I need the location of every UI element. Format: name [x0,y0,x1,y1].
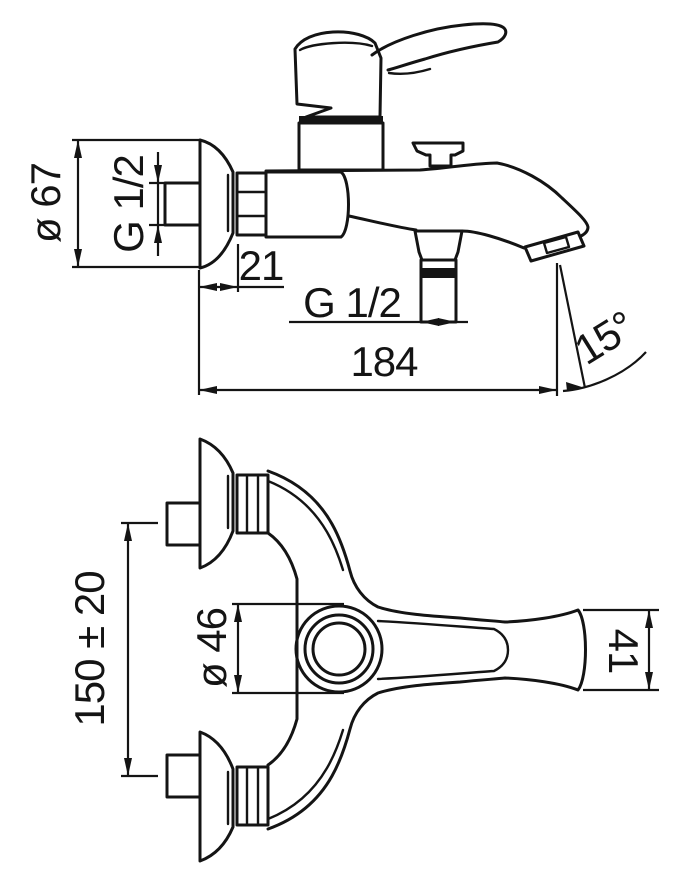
arrow-right-icon [438,318,456,326]
arrow-down-icon [124,758,132,776]
dimension-label: G 1/2 [105,155,152,253]
hex-nut-bottom [235,765,270,827]
dimension-wall-thread: G 1/2 [105,152,166,256]
dimension-label: ø 46 [188,608,235,688]
arrow-left-icon [421,318,439,326]
arrow-down-icon [234,675,242,693]
dimension-label: 41 [600,629,647,674]
arrow-left-icon [199,386,217,394]
body-underside-edge [347,214,418,232]
arrow-right-icon [539,386,557,394]
dimension-shower-thread: G 1/2 [289,279,468,326]
dimension-label: 15° [566,302,642,374]
body-spout-top-edge [264,161,590,238]
arrow-down-icon [74,249,82,267]
angle-reference-line [558,264,587,389]
handle-body [293,30,383,119]
extension-lines [232,602,344,695]
dimension-label: 150 ± 20 [66,571,113,726]
spout-surface-contour [376,619,510,681]
dimension-escutcheon-diameter: ø 67 [22,138,200,269]
arrow-down-icon [154,165,162,183]
arrow-down-icon [645,672,653,690]
dimension-spout-end-width: 41 [583,608,659,692]
arrow-up-icon [234,604,242,622]
spout-underside-edge [460,229,526,250]
dimension-label: 184 [350,338,418,385]
extension-ticks [121,521,158,778]
diverter-knob [411,141,465,168]
handle-cap-seam [298,41,374,52]
shower-outlet-seal-band [421,268,456,278]
dimension-label: 21 [239,242,284,289]
arrow-left-icon [199,283,217,291]
dimension-spout-angle: 15° [558,264,647,393]
aerator-outlet [542,235,571,255]
arm-bottom-inner-contour [266,728,345,821]
body-and-spout-outline [266,469,587,831]
wall-pipe-stub-bottom [165,753,202,799]
hex-nut-top [235,473,270,535]
lever-arm [370,22,508,72]
wall-pipe-stub [163,181,202,227]
arm-top-inner-contour [266,479,345,572]
dimension-wall-offset: 21 [199,242,284,292]
extension-lines [583,608,659,692]
arrow-up-icon [74,140,82,158]
hex-nut-bottom-facets [245,765,260,827]
cartridge-boss-outer-circle [294,604,384,694]
dimension-label: G 1/2 [303,279,401,326]
dimension-spout-reach: 184 [199,263,559,396]
handle-joint-band [299,116,383,123]
wall-pipe-stub-top [165,501,202,547]
wall-escutcheon-bottom [198,730,235,863]
mixer-body [264,170,350,239]
arrow-up-icon [154,225,162,243]
extension-lines [72,138,200,269]
cartridge-housing [297,121,385,172]
arrow-right-icon [220,283,238,291]
hex-nut-facets [235,190,268,218]
shower-outlet-flange [413,229,464,262]
arm-inner-edges [266,531,299,767]
hex-nut-top-facets [245,473,260,535]
wall-escutcheon [198,138,235,270]
extension-ticks [149,181,166,227]
side-view: ø 67 G 1/2 21 G 1/2 [22,22,647,396]
arrow-up-icon [124,523,132,541]
arrow-up-icon [645,610,653,628]
aerator [523,230,586,263]
hex-nut [235,171,268,237]
cartridge-boss-mid-circle [303,613,375,685]
arrow-right-icon [566,382,585,391]
wall-escutcheon-top [198,437,235,570]
dimension-body-diameter: ø 46 [188,602,344,695]
cartridge-boss-inner-circle [311,621,367,677]
dimension-label: ø 67 [22,163,69,243]
plan-view: 150 ± 20 ø 46 41 [66,437,659,863]
dimension-centers-distance: 150 ± 20 [66,521,158,778]
lever-underside-line [387,67,432,75]
